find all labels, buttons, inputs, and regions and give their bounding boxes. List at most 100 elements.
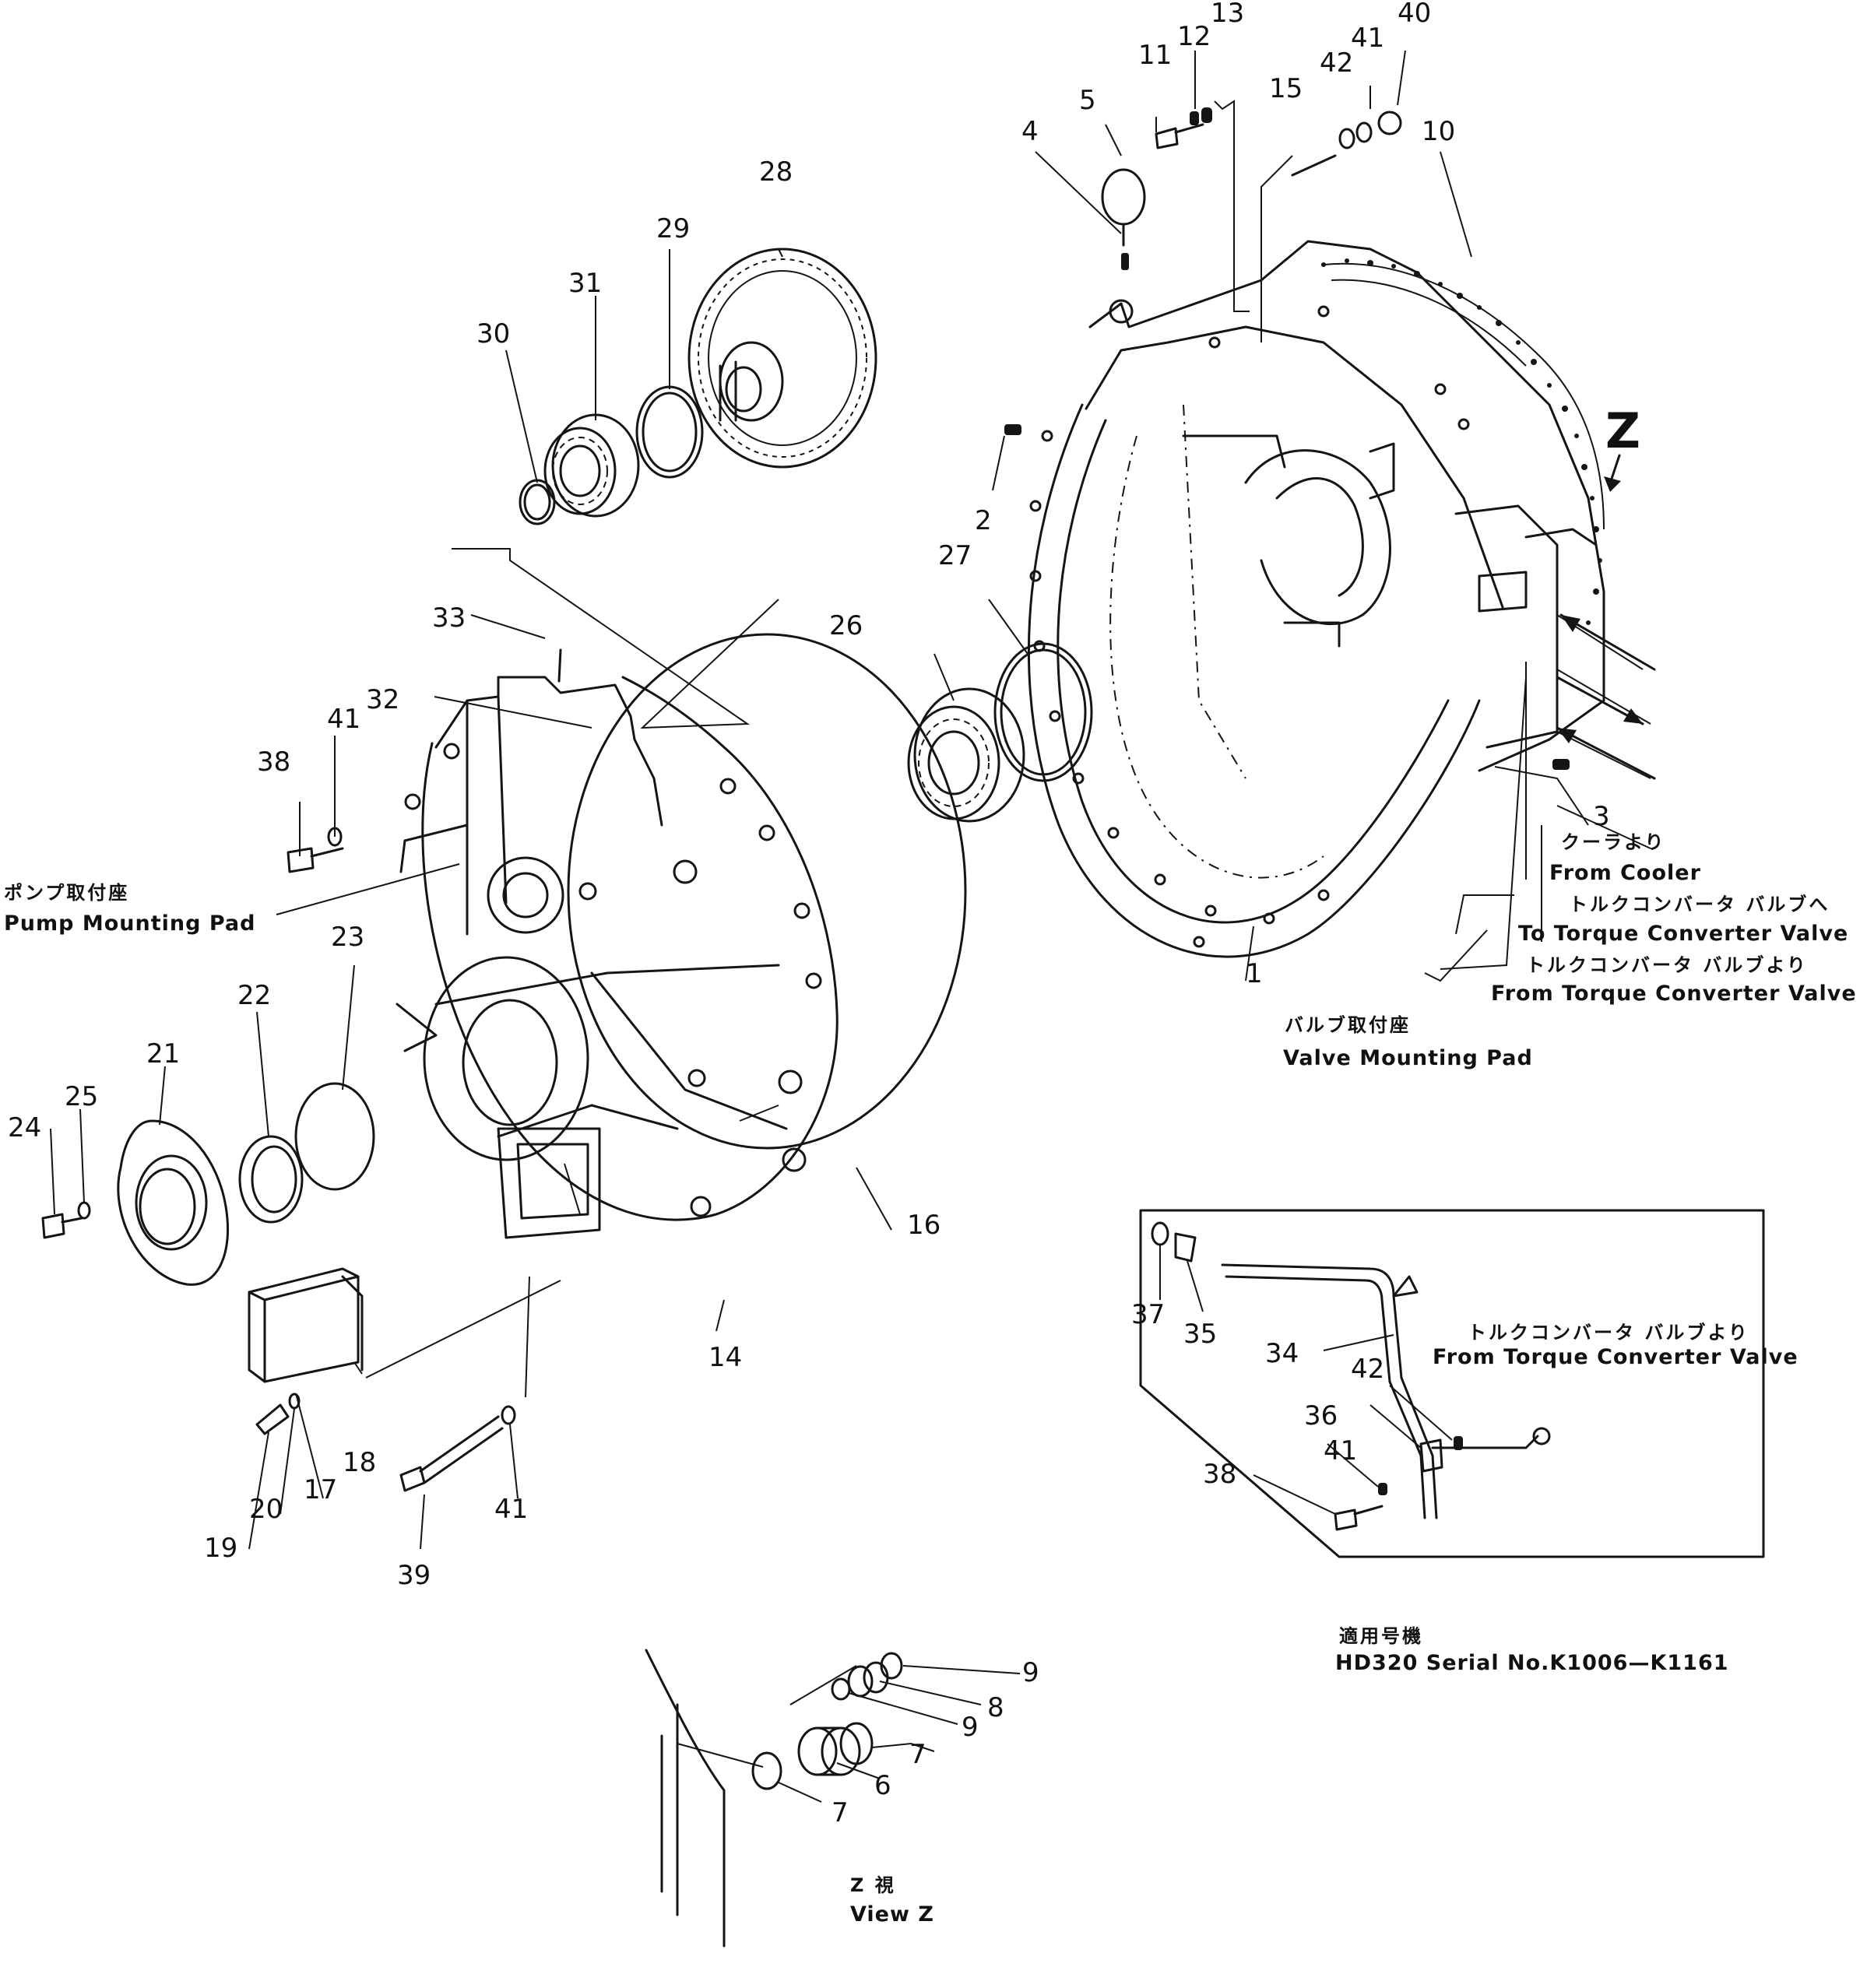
valve-pad-label-jp: バルブ取付座 — [1285, 1014, 1411, 1036]
part-number: 18 — [343, 1447, 376, 1478]
part-number: 28 — [759, 156, 793, 188]
bolt-33 — [557, 648, 562, 683]
part-number: 41 — [1351, 23, 1384, 54]
from-cooler-label: From Cooler — [1549, 861, 1701, 885]
part-number: 41 — [327, 704, 360, 735]
serial-label: HD320 Serial No.K1006—K1161 — [1335, 1651, 1729, 1675]
bolt-24 — [41, 1213, 83, 1239]
callout-labels: Z ポンプ取付座 Pump Mounting Pad クーラより From Co… — [4, 402, 1856, 1927]
bolt-39 — [399, 1415, 504, 1492]
bolt-19 — [255, 1403, 290, 1435]
inset-tc-valve-label-jp: トルクコンバータ バルブより — [1468, 1322, 1749, 1343]
bolt-38-inset — [1334, 1505, 1384, 1531]
seal-37 — [1151, 1221, 1169, 1246]
bolt-11 — [1155, 123, 1204, 149]
part-number: 17 — [304, 1474, 337, 1505]
part-number: 41 — [494, 1494, 528, 1525]
washer-25 — [77, 1201, 91, 1220]
plug-6 — [797, 1726, 861, 1776]
washer-41-bottom — [501, 1405, 516, 1425]
o-ring-7-left — [751, 1751, 782, 1790]
from-tc-valve-label-jp: トルクコンバータ バルブより — [1526, 954, 1808, 976]
washer-20 — [288, 1393, 301, 1410]
part-number: 11 — [1138, 40, 1172, 71]
part-number: 3 — [1593, 801, 1610, 832]
part-number: 12 — [1177, 21, 1211, 52]
part-number: 42 — [1351, 1354, 1384, 1385]
part-number: 37 — [1131, 1299, 1165, 1330]
part-number: 40 — [1398, 0, 1431, 29]
view-z-housing-edge — [645, 1649, 726, 1948]
part-number: 4 — [1021, 116, 1039, 147]
part-number: 38 — [1203, 1459, 1236, 1490]
part-number: 2 — [975, 505, 992, 536]
to-tc-valve-label-jp: トルクコンバータ バルブへ — [1569, 894, 1830, 915]
part-numbers: 1 2 3 4 5 6 7 7 8 9 9 10 11 12 13 14 15 … — [8, 0, 1610, 1828]
serial-label-jp: 適用号機 — [1339, 1625, 1423, 1647]
part-number: 35 — [1183, 1319, 1217, 1350]
plug-2 — [1004, 424, 1021, 435]
part-number: 9 — [962, 1712, 979, 1743]
part-number: 29 — [656, 213, 690, 244]
washer-42-inset — [1454, 1436, 1463, 1450]
part-number: 5 — [1079, 85, 1096, 116]
o-ring-16 — [567, 633, 967, 1150]
part-number: 30 — [476, 318, 510, 349]
part-number: 42 — [1320, 47, 1353, 79]
washer-12 — [1190, 111, 1199, 125]
part-number: 24 — [8, 1112, 41, 1143]
housing-texture — [1321, 258, 1602, 625]
main-housing — [1027, 240, 1605, 958]
part-number: 41 — [1324, 1435, 1357, 1466]
o-ring-7-right — [839, 1722, 874, 1765]
plug-3 — [1552, 759, 1570, 770]
part-number: 15 — [1269, 73, 1303, 104]
view-z-label: View Z — [850, 1902, 934, 1927]
leader-lines — [50, 50, 1651, 1803]
part-number: 16 — [907, 1210, 941, 1241]
part-number: 21 — [146, 1038, 180, 1070]
snap-ring-29 — [635, 385, 704, 479]
o-ring-9-top — [880, 1652, 903, 1680]
part-number: 32 — [366, 684, 399, 715]
part-number: 8 — [987, 1692, 1004, 1723]
part-number: 13 — [1211, 0, 1244, 29]
part-number: 39 — [397, 1560, 431, 1591]
view-z-label-jp: Z 視 — [850, 1874, 896, 1896]
from-cooler-label-jp: クーラより — [1561, 831, 1666, 853]
o-ring-23 — [294, 1082, 375, 1191]
stud-4 — [1121, 253, 1129, 270]
part-number: 27 — [938, 540, 972, 571]
bearing-31 — [543, 413, 640, 518]
part-number: 34 — [1265, 1338, 1299, 1369]
connector-35 — [1174, 1232, 1197, 1263]
snap-ring-30 — [519, 479, 556, 525]
part-number: 10 — [1422, 116, 1455, 147]
snap-ring-27 — [993, 642, 1093, 782]
stud-15 — [1291, 154, 1337, 177]
nut-13 — [1201, 107, 1212, 123]
flow-arrows — [1556, 454, 1656, 780]
washer-41-inset — [1378, 1483, 1387, 1495]
front-cover-housing — [396, 676, 839, 1239]
cover-21 — [117, 1119, 230, 1286]
part-number: 33 — [432, 602, 466, 634]
part-number: 36 — [1304, 1400, 1338, 1431]
pump-pad-label-jp: ポンプ取付座 — [4, 882, 129, 904]
part-number: 25 — [65, 1081, 98, 1112]
view-z-marker: Z — [1605, 402, 1640, 459]
cover-plate-17 — [248, 1267, 364, 1383]
part-number: 20 — [249, 1494, 283, 1525]
inset-frame — [1139, 1209, 1765, 1558]
part-number: 26 — [829, 610, 863, 641]
pipe-34 — [1221, 1263, 1551, 1519]
o-ring-9-mid — [831, 1677, 851, 1701]
part-number: 23 — [331, 922, 364, 953]
seal-22 — [238, 1135, 304, 1224]
to-tc-valve-label: To Torque Converter Valve — [1518, 922, 1848, 946]
nut-40 — [1377, 111, 1402, 135]
part-number: 19 — [204, 1533, 237, 1564]
part-number: 38 — [257, 746, 290, 778]
valve-pad-label: Valve Mounting Pad — [1283, 1046, 1533, 1070]
